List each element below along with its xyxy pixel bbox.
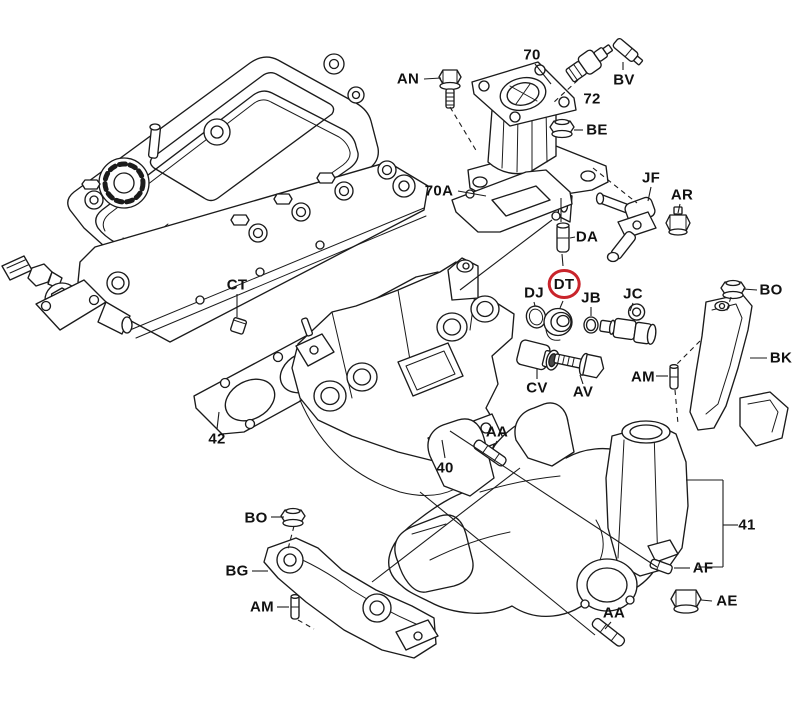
injector-jc-drawing bbox=[599, 303, 657, 345]
callout-bo[interactable]: BO bbox=[244, 509, 268, 527]
leader-line bbox=[457, 190, 487, 197]
callout-jb[interactable]: JB bbox=[581, 289, 601, 307]
callout-dt-highlighted[interactable]: DT bbox=[547, 269, 581, 299]
leader-line bbox=[441, 439, 446, 459]
callout-ar[interactable]: AR bbox=[670, 186, 694, 204]
nut-bo-left-drawing bbox=[280, 507, 306, 528]
leader-line-dashed bbox=[676, 340, 701, 365]
gasket-70a-drawing bbox=[451, 169, 573, 233]
bracket-bg-drawing bbox=[263, 537, 439, 659]
leader-line bbox=[423, 77, 442, 80]
nut-be-drawing bbox=[549, 118, 575, 139]
leader-line bbox=[459, 219, 553, 291]
oring-dj-drawing bbox=[525, 305, 547, 329]
callout-aa[interactable]: AA bbox=[485, 423, 509, 441]
callout-am[interactable]: AM bbox=[250, 598, 274, 616]
leader-line bbox=[742, 288, 758, 291]
seal-dt-drawing bbox=[543, 307, 573, 341]
bolt-av-drawing bbox=[553, 352, 605, 379]
leader-line-dashed bbox=[287, 525, 295, 550]
leader-line bbox=[216, 411, 220, 430]
leader-lines bbox=[216, 62, 767, 636]
leader-line-dashed bbox=[297, 619, 315, 630]
leader-line bbox=[534, 63, 552, 85]
leader-line bbox=[629, 302, 634, 312]
leader-line bbox=[569, 236, 576, 239]
leader-line bbox=[492, 440, 498, 450]
callout-70a[interactable]: 70A bbox=[424, 182, 454, 200]
callout-aa[interactable]: AA bbox=[602, 604, 626, 622]
leader-line-dashed bbox=[725, 296, 732, 314]
callout-41[interactable]: 41 bbox=[738, 516, 756, 534]
callout-bg[interactable]: BG bbox=[225, 562, 249, 580]
leader-line-dashed bbox=[552, 79, 579, 104]
cylinder-head-drawing bbox=[77, 160, 429, 343]
callout-ae[interactable]: AE bbox=[716, 592, 738, 610]
leader-line bbox=[449, 430, 658, 568]
callout-42[interactable]: 42 bbox=[208, 430, 226, 448]
callout-bo[interactable]: BO bbox=[759, 281, 783, 299]
part-bv-drawing bbox=[612, 37, 644, 66]
callout-af[interactable]: AF bbox=[692, 559, 714, 577]
callout-da[interactable]: DA bbox=[575, 228, 599, 246]
bracket-bk-drawing bbox=[689, 293, 753, 431]
callout-av[interactable]: AV bbox=[572, 383, 594, 401]
regulator-jf-drawing bbox=[595, 192, 657, 263]
callout-bk[interactable]: BK bbox=[769, 349, 793, 367]
stud-da-drawing bbox=[556, 222, 570, 253]
leader-line bbox=[700, 599, 713, 602]
leader-line bbox=[677, 203, 681, 214]
stud-am-left-drawing bbox=[290, 594, 300, 620]
leader-line bbox=[579, 374, 584, 385]
leader-line bbox=[559, 300, 564, 309]
callout-am[interactable]: AM bbox=[631, 368, 655, 386]
callout-bv[interactable]: BV bbox=[613, 71, 635, 89]
stud-am-right-drawing bbox=[669, 364, 679, 390]
stud-aa-bottom-drawing bbox=[591, 617, 626, 647]
leader-line bbox=[561, 253, 564, 267]
leader-line bbox=[419, 491, 596, 636]
water-outlet-drawing bbox=[1, 255, 133, 335]
leader-line bbox=[647, 186, 652, 202]
callout-72[interactable]: 72 bbox=[583, 90, 601, 108]
callout-jf[interactable]: JF bbox=[641, 169, 661, 187]
callout-40[interactable]: 40 bbox=[436, 459, 454, 477]
leader-line-dashed bbox=[674, 389, 679, 425]
nut-bo-right-drawing bbox=[720, 279, 746, 300]
exhaust-assembly-41-drawing bbox=[388, 391, 789, 617]
callout-70[interactable]: 70 bbox=[523, 46, 541, 64]
callout-an[interactable]: AN bbox=[396, 70, 420, 88]
leader-line bbox=[371, 467, 521, 583]
callout-ct[interactable]: CT bbox=[226, 276, 248, 294]
callout-cv[interactable]: CV bbox=[526, 379, 548, 397]
leader-line-dashed bbox=[592, 167, 638, 204]
callout-jc[interactable]: JC bbox=[623, 285, 643, 303]
dowel-ct-drawing bbox=[230, 317, 248, 335]
callout-be[interactable]: BE bbox=[586, 121, 608, 139]
plug-ae-drawing bbox=[670, 589, 702, 614]
leader-line bbox=[533, 301, 536, 307]
callout-dj[interactable]: DJ bbox=[524, 284, 544, 302]
leader-line bbox=[604, 621, 612, 630]
plug-ar-drawing bbox=[665, 206, 691, 236]
seal-jb-drawing bbox=[583, 316, 599, 334]
sensor-72-drawing bbox=[565, 44, 613, 83]
